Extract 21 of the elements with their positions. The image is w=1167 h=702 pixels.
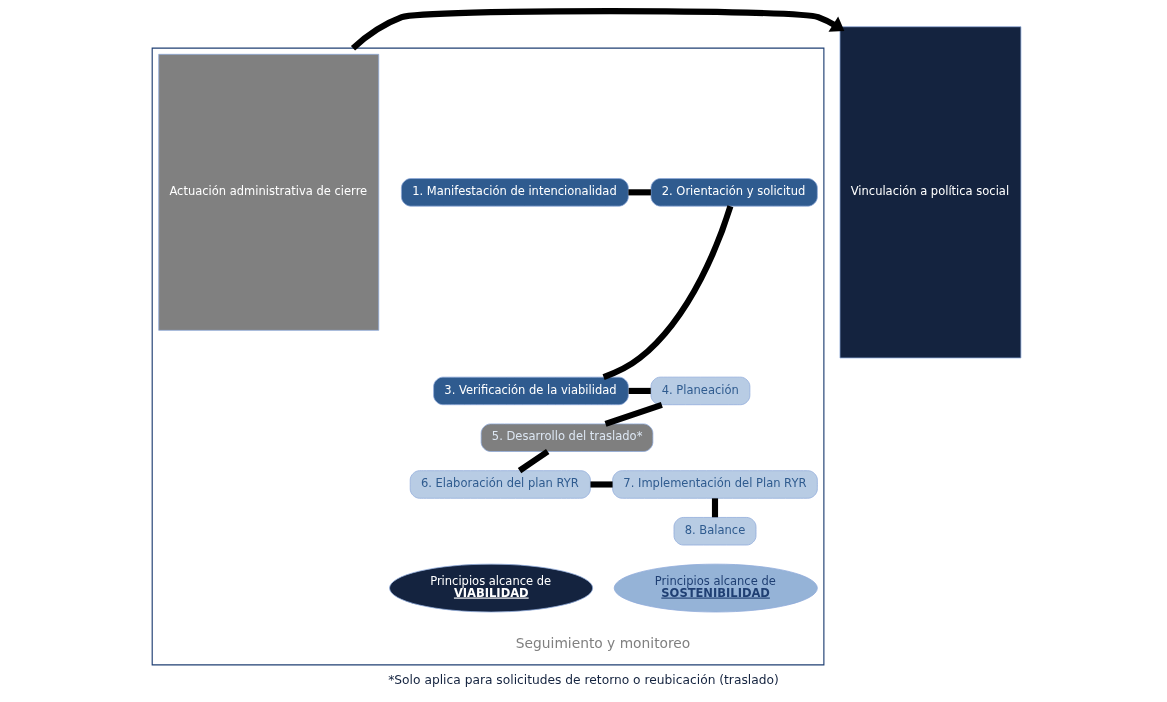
node-box: 6. Elaboración del plan RYR xyxy=(409,470,591,499)
node-box: 8. Balance xyxy=(673,517,757,546)
connector xyxy=(628,189,651,196)
cluster xyxy=(151,47,825,666)
connector xyxy=(590,481,613,488)
connector xyxy=(602,205,734,380)
node-ellipse: Principios alcance de SOSTENIBILIDAD xyxy=(613,563,818,613)
node-box: 1. Manifestación de intencionalidad xyxy=(401,178,629,207)
node-box: 3. Verificación de la viabilidad xyxy=(433,376,629,406)
connector xyxy=(711,498,719,518)
node-box: 2. Orientación y solicitud xyxy=(650,178,818,207)
connector xyxy=(628,387,651,394)
node-ellipse: Principios alcance de VIABILIDAD xyxy=(389,563,594,613)
arrow xyxy=(350,8,845,51)
node-box: Actuación administrativa de cierre xyxy=(158,53,380,331)
node-box: 5. Desarrollo del traslado* xyxy=(480,423,654,452)
node-box: 7. Implementación del Plan RYR xyxy=(612,470,818,499)
caption: *Solo aplica para solicitudes de retorno o reubicación (traslado) xyxy=(388,672,779,687)
label: Seguimiento y monitoreo xyxy=(515,635,691,652)
node-box: 4. Planeación xyxy=(650,376,751,406)
node-box: Vinculación a política social xyxy=(839,26,1022,359)
